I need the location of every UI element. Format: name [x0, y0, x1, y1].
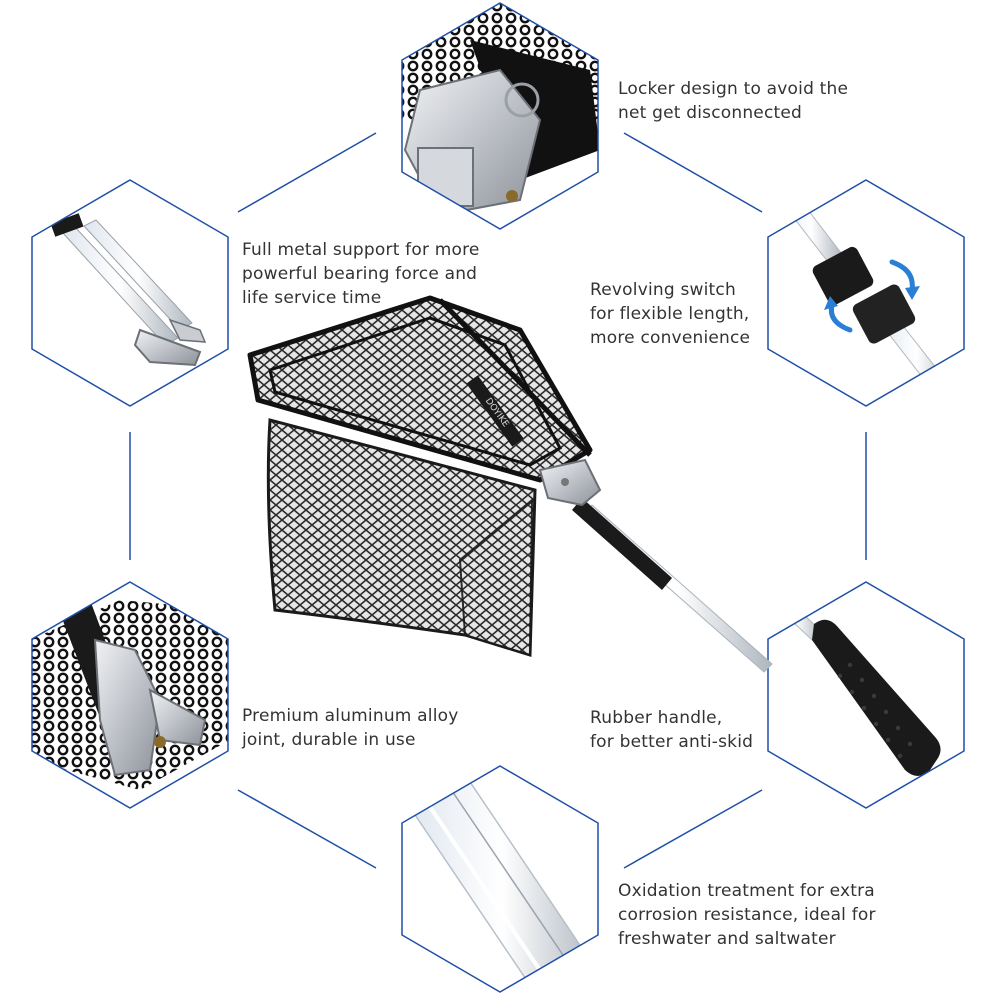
- hexagon-frame: [767, 581, 965, 809]
- net-brand-label: [466, 375, 524, 447]
- connector-lines: [129, 132, 867, 869]
- connector-line: [623, 789, 763, 869]
- feature-caption-metal-support: Full metal support for more powerful bea…: [242, 240, 480, 308]
- fishing-net-product-image: DOYIKE: [247, 295, 773, 673]
- hexagon-frame: [31, 179, 229, 407]
- feature-caption-joint: Premium aluminum alloy joint, durable in…: [242, 706, 459, 750]
- rubber-handle-image: [767, 581, 965, 809]
- rotate-arrow-icon: [889, 259, 915, 293]
- locker-detail-image: [401, 2, 599, 230]
- feature-caption-locker: Locker design to avoid the net get disco…: [618, 79, 849, 123]
- feature-caption-rubber-handle: Rubber handle, for better anti-skid: [590, 708, 754, 752]
- connector-line: [623, 132, 763, 213]
- aluminum-joint-image: [31, 581, 229, 809]
- connector-line: [237, 132, 377, 213]
- feature-caption-oxidation: Oxidation treatment for extra corrosion …: [618, 881, 876, 949]
- hexagon-frame: [401, 2, 599, 230]
- oxidized-pole-image: [401, 765, 599, 993]
- feature-caption-revolving-switch: Revolving switch for flexible length, mo…: [590, 280, 751, 348]
- hexagon-frame: [401, 765, 599, 993]
- connector-line: [237, 789, 377, 869]
- hexagon-frame: [767, 179, 965, 407]
- hexagon-frame: [31, 581, 229, 809]
- metal-support-image: [31, 179, 229, 407]
- revolving-switch-image: [767, 179, 965, 407]
